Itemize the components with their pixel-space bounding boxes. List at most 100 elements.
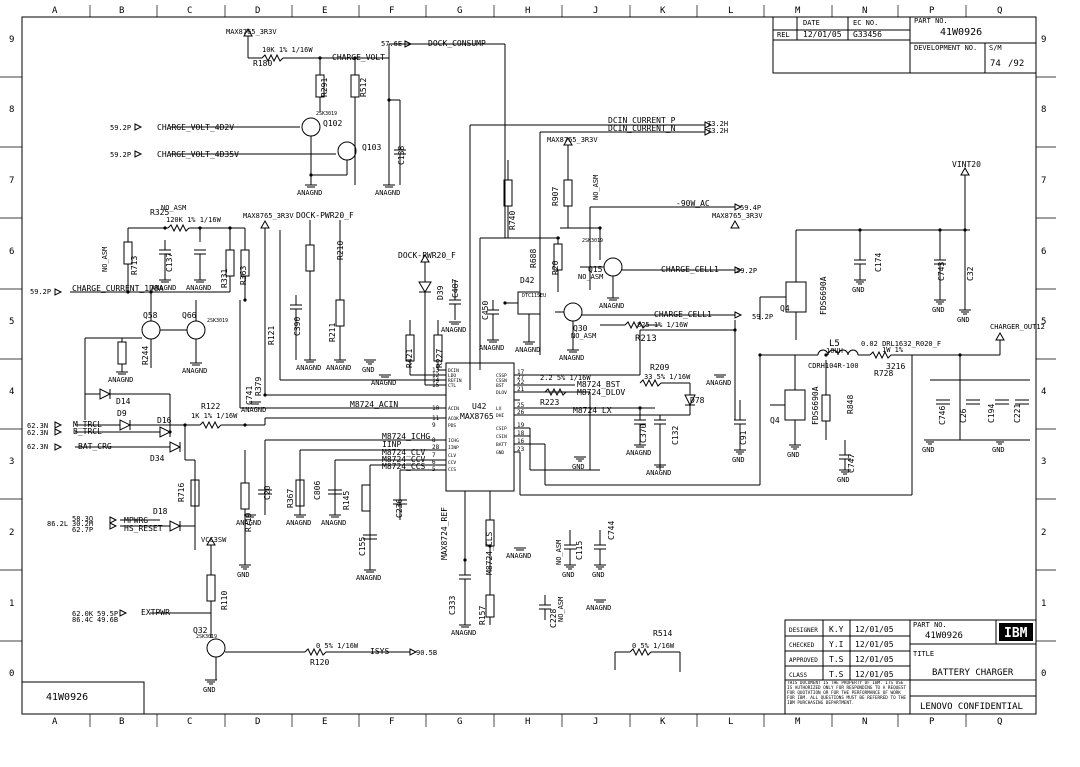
net-dcin-current-n: DCIN_CURRENT_N <box>608 124 676 133</box>
col-label-top: J <box>593 6 598 16</box>
anagnd-label: ANAGND <box>356 574 381 582</box>
col-label-top: L <box>728 6 733 16</box>
ref-c806: C806 <box>313 481 322 500</box>
ic-pin-name-right: CSSN <box>496 378 507 384</box>
ref-73-2h-a: 73.2H <box>707 120 728 128</box>
anagnd-label: ANAGND <box>506 552 531 560</box>
ic-pin-name-left: DCIN <box>448 368 459 374</box>
net-max8724-ref: MAX8724_REF <box>440 507 449 560</box>
gnd-label: GND <box>562 571 575 579</box>
ref-r740: R740 <box>508 211 517 230</box>
ref-r421: R421 <box>405 349 414 368</box>
col-label-top: B <box>119 6 124 16</box>
ref-r713: R713 <box>130 256 139 275</box>
ref-62-7p: 62.7P <box>72 526 93 534</box>
col-label-bottom: Q <box>997 717 1002 727</box>
ic-pin-num-right: 16 <box>517 438 525 445</box>
ic-pin-name-right: DHI <box>496 413 504 419</box>
ic-pin-name-right: BATT <box>496 442 507 448</box>
ref-r331: R331 <box>220 269 229 288</box>
gnd-label: GND <box>237 571 250 579</box>
net-charge-volt: CHARGE_VOLT <box>332 53 385 62</box>
ref-r716: R716 <box>177 483 186 502</box>
net-3r3v-left: MAX8765_3R3V <box>243 212 294 220</box>
sheet-number: 74 <box>990 59 1001 69</box>
anagnd-label: ANAGND <box>297 189 322 197</box>
net-no-asm-3: NO_ASM <box>592 175 600 200</box>
col-label-bottom: P <box>929 717 935 727</box>
anagnd-label: ANAGND <box>375 189 400 197</box>
ibm-logo-box <box>999 623 1033 641</box>
revision-header: REL DATE EC NO. 12/01/05 G33456 PART NO.… <box>772 16 1037 74</box>
gnd-label: GND <box>837 476 850 484</box>
net-hs-reset: HS_RESET <box>124 524 163 533</box>
ref-59-5p: 59.5P <box>97 610 118 618</box>
anagnd-label: ANAGND <box>441 326 466 334</box>
row-label-left: 0 <box>9 669 14 679</box>
ref-62-3n-a: 62.3N <box>27 422 48 430</box>
ref-r211: R211 <box>328 323 337 342</box>
ref-q4-lower: Q4 <box>770 416 780 425</box>
net-no-asm-5: NO_ASM <box>571 332 596 340</box>
ref-d42: D42 <box>520 276 535 285</box>
ref-59-2p-b: 59.2P <box>110 151 131 159</box>
ic-pin-num-right: 19 <box>517 422 525 429</box>
anagnd-label: ANAGND <box>626 449 651 457</box>
ref-q32: Q32 <box>193 626 208 635</box>
ref-r227: R227 <box>435 349 444 368</box>
tb-title-label: TITLE <box>913 650 934 658</box>
ic-pin-name-right: LX <box>496 406 502 412</box>
col-label-top: K <box>660 6 666 16</box>
pwr-r728: 1W 1% <box>882 346 904 354</box>
col-label-top: A <box>52 6 58 16</box>
part-l5: CDRH104R-100 <box>808 362 859 370</box>
tb-role: APPROVED <box>789 657 818 664</box>
val-r514: 0 5% 1/16W <box>632 642 675 650</box>
anagnd-label: ANAGND <box>559 354 584 362</box>
ic-pin-name-right: CSSP <box>496 373 507 379</box>
row-label-right: 6 <box>1041 247 1046 257</box>
ref-c174: C174 <box>874 253 883 272</box>
net-m8724-dlov: M8724_DLOV <box>577 388 625 397</box>
ref-d16: D16 <box>157 416 172 425</box>
ic-pin-name-left: ICHG <box>448 438 459 444</box>
ref-c115: C115 <box>575 541 584 560</box>
ic-pin-name-right: GND <box>496 450 504 456</box>
ref-c155: C155 <box>358 537 367 556</box>
tb-initials: T.S <box>829 670 844 679</box>
net-vcc3sw: VCC3SW <box>201 536 227 544</box>
ref-q58: Q58 <box>143 311 158 320</box>
part-q15: 2SK3019 <box>582 238 603 244</box>
ref-r122: R122 <box>201 402 220 411</box>
net-no-asm-2: NO_ASM <box>101 247 109 272</box>
row-label-right: 1 <box>1041 599 1046 609</box>
ref-r110: R110 <box>220 591 229 610</box>
bottom-part-number: 41W0926 <box>46 692 88 703</box>
gnd-label: GND <box>992 446 1005 454</box>
ic-pin-num-left: 13 <box>432 367 440 374</box>
val-r728: 0.02 DRL1632_R020_F <box>861 340 941 348</box>
anagnd-label: ANAGND <box>326 364 351 372</box>
col-label-top: C <box>187 6 192 16</box>
col-label-bottom: L <box>728 717 733 727</box>
row-label-right: 8 <box>1041 105 1046 115</box>
row-label-right: 5 <box>1041 317 1046 327</box>
tb-role: DESIGNER <box>789 627 818 634</box>
row-label-left: 1 <box>9 599 14 609</box>
anagnd-label: ANAGND <box>515 346 540 354</box>
ic-pin-name-left: CCS <box>448 467 456 473</box>
net-extpwr: EXTPWR <box>141 608 170 617</box>
net-vint20: VINT20 <box>952 160 981 169</box>
tb-disclaimer-wrap: THIS DOCUMENT IS THE PROPERTY OF IBM. IT… <box>787 681 906 706</box>
ref-c744: C744 <box>607 521 616 540</box>
tb-role: CLASS <box>789 672 807 679</box>
net-no-asm-6: NO_ASM <box>555 540 563 565</box>
ref-q15: Q15 <box>588 265 603 274</box>
part-d42: DTC115EU <box>522 293 546 299</box>
ref-30-2m: 30.2M <box>72 520 93 528</box>
gnd-label: GND <box>787 451 800 459</box>
ic-pin-name-right: DLOV <box>496 390 507 396</box>
